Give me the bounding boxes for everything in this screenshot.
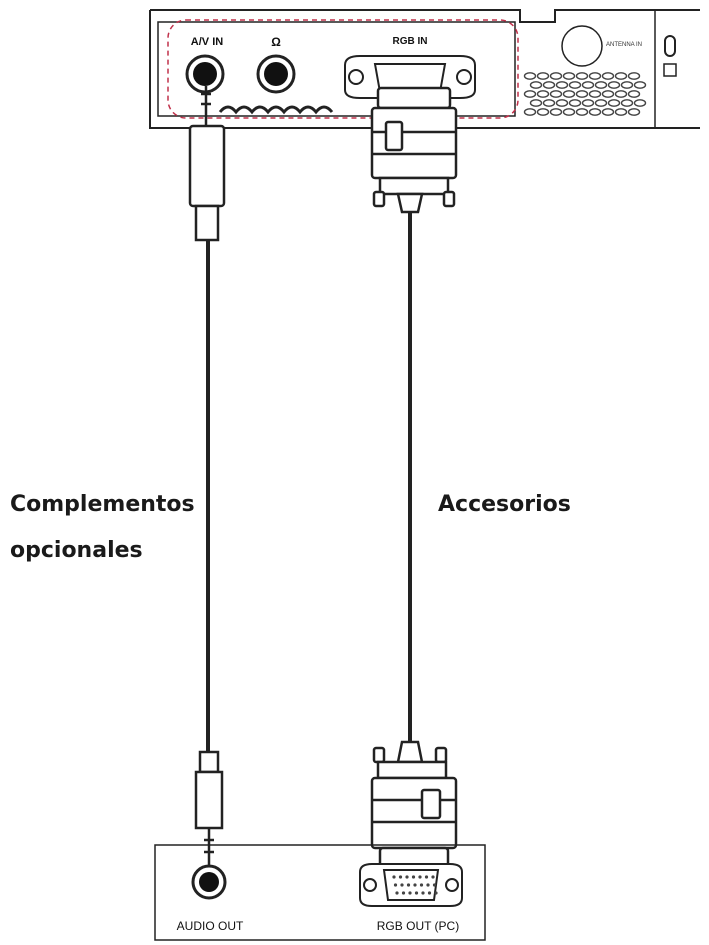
vga-pin bbox=[424, 875, 429, 879]
headphone-icon: Ω bbox=[271, 35, 281, 49]
vent-hole bbox=[614, 108, 628, 116]
vent-hole bbox=[633, 99, 647, 107]
vga-pin bbox=[393, 883, 398, 887]
vga-pin bbox=[401, 891, 406, 895]
vga-pin bbox=[406, 883, 411, 887]
vent-hole bbox=[549, 90, 563, 98]
vga-pin bbox=[413, 883, 417, 887]
vent-hole bbox=[536, 72, 550, 80]
vga-pin bbox=[392, 875, 396, 879]
vent-hole bbox=[562, 108, 576, 116]
vent-hole bbox=[568, 99, 582, 107]
tv-side-panel bbox=[149, 9, 700, 129]
vent-hole bbox=[594, 99, 608, 107]
port-label-rgb-out: RGB OUT (PC) bbox=[377, 919, 459, 933]
vent-hole bbox=[588, 72, 602, 80]
vent-hole bbox=[555, 99, 569, 107]
vent-hole bbox=[607, 81, 621, 89]
vga-pin bbox=[408, 891, 412, 895]
vent-hole bbox=[581, 81, 595, 89]
vga-pin bbox=[434, 891, 438, 895]
vent-hole bbox=[627, 72, 641, 80]
vent-hole bbox=[588, 108, 602, 116]
antenna-port bbox=[561, 25, 603, 67]
vent-hole bbox=[581, 99, 595, 107]
vga-pin bbox=[398, 875, 403, 879]
vent-hole bbox=[614, 90, 628, 98]
pc-panel bbox=[154, 844, 486, 941]
vent-hole bbox=[549, 72, 563, 80]
vga-pin bbox=[405, 875, 409, 879]
vga-pin bbox=[419, 883, 424, 887]
vent-hole bbox=[620, 81, 634, 89]
vga-pin bbox=[431, 875, 435, 879]
vent-hole bbox=[562, 72, 576, 80]
av-in-jack bbox=[185, 54, 225, 94]
vent-hole bbox=[614, 72, 628, 80]
rgb-out-pin-grid bbox=[392, 875, 438, 895]
vent-hole bbox=[555, 81, 569, 89]
audio-plug-bottom bbox=[194, 750, 224, 868]
vga-plug-bottom bbox=[370, 740, 458, 868]
port-area-highlight bbox=[167, 19, 519, 119]
vent-hole bbox=[594, 81, 608, 89]
port-label-av-in: A/V IN bbox=[191, 36, 223, 48]
vent-hole bbox=[601, 108, 615, 116]
vent-hole bbox=[607, 99, 621, 107]
vent-hole bbox=[575, 72, 589, 80]
vent-hole bbox=[523, 108, 537, 116]
label-accesorios: Accesorios bbox=[438, 492, 571, 517]
vga-pin bbox=[400, 883, 404, 887]
vent-hole bbox=[575, 90, 589, 98]
vent-hole bbox=[601, 72, 615, 80]
vent-hole bbox=[542, 99, 556, 107]
panel-wave-trace bbox=[218, 105, 334, 115]
vent-hole bbox=[529, 81, 543, 89]
vent-hole bbox=[627, 90, 641, 98]
vent-hole bbox=[568, 81, 582, 89]
vga-pin bbox=[421, 891, 425, 895]
label-complementos: Complementos bbox=[10, 492, 195, 517]
vent-hole bbox=[549, 108, 563, 116]
vga-pin bbox=[411, 875, 416, 879]
vga-pin bbox=[414, 891, 419, 895]
vga-plug-top bbox=[370, 86, 458, 214]
vent-hole bbox=[562, 90, 576, 98]
label-opcionales: opcionales bbox=[10, 538, 143, 563]
vent-hole bbox=[542, 81, 556, 89]
vent-grid bbox=[523, 72, 647, 116]
vent-hole bbox=[529, 99, 543, 107]
rgb-out-port bbox=[359, 863, 463, 907]
vga-pin bbox=[432, 883, 437, 887]
port-label-audio-out: AUDIO OUT bbox=[177, 919, 244, 933]
vent-hole bbox=[523, 90, 537, 98]
vent-hole bbox=[601, 90, 615, 98]
side-button-oval bbox=[664, 35, 676, 57]
audio-plug-top bbox=[188, 86, 226, 242]
port-label-rgb-in: RGB IN bbox=[393, 36, 428, 47]
headphone-jack bbox=[256, 54, 296, 94]
vent-hole bbox=[536, 108, 550, 116]
vga-pin bbox=[426, 883, 430, 887]
vent-hole bbox=[633, 81, 647, 89]
side-button-small bbox=[663, 63, 677, 77]
vent-hole bbox=[536, 90, 550, 98]
audio-out-jack bbox=[191, 864, 227, 900]
vent-hole bbox=[620, 99, 634, 107]
vent-hole bbox=[588, 90, 602, 98]
vent-hole bbox=[523, 72, 537, 80]
vent-hole bbox=[575, 108, 589, 116]
vent-hole bbox=[627, 108, 641, 116]
vga-pin bbox=[395, 891, 399, 895]
vga-pin bbox=[427, 891, 432, 895]
vga-pin bbox=[418, 875, 422, 879]
antenna-label: ANTENNA IN bbox=[606, 42, 642, 48]
